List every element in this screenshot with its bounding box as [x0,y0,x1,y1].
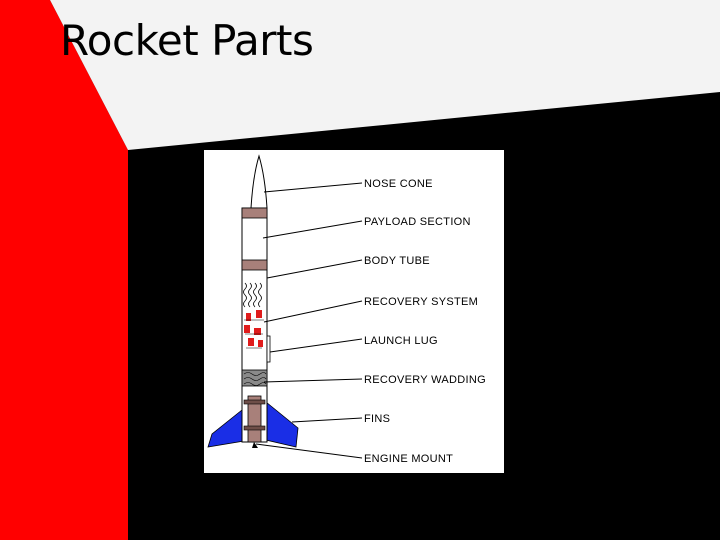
fins-shape [207,401,299,448]
label-fins: FINS [364,413,390,425]
label-recovery-wadding: RECOVERY WADDING [364,374,486,386]
label-payload-section: PAYLOAD SECTION [364,216,471,228]
rocket-diagram: NOSE CONE PAYLOAD SECTION BODY TUBE RECO… [207,154,486,465]
red-band [0,0,128,540]
recovery-wadding-shape [241,369,268,387]
slide-title: Rocket Parts [60,16,314,65]
label-engine-mount: ENGINE MOUNT [364,453,453,465]
rocket-diagram-panel: NOSE CONE PAYLOAD SECTION BODY TUBE RECO… [204,150,504,473]
title-area [50,0,720,150]
label-recovery-system: RECOVERY SYSTEM [364,296,478,308]
label-body-tube: BODY TUBE [364,255,430,267]
engine-mount-shape [243,395,266,448]
label-nose-cone: NOSE CONE [364,178,433,190]
label-launch-lug: LAUNCH LUG [364,335,438,347]
recovery-system-shape [243,282,264,349]
body-coupler [241,259,268,271]
payload-coupler [241,207,268,219]
leader-lines [255,182,363,459]
launch-lug-shape [266,335,271,363]
